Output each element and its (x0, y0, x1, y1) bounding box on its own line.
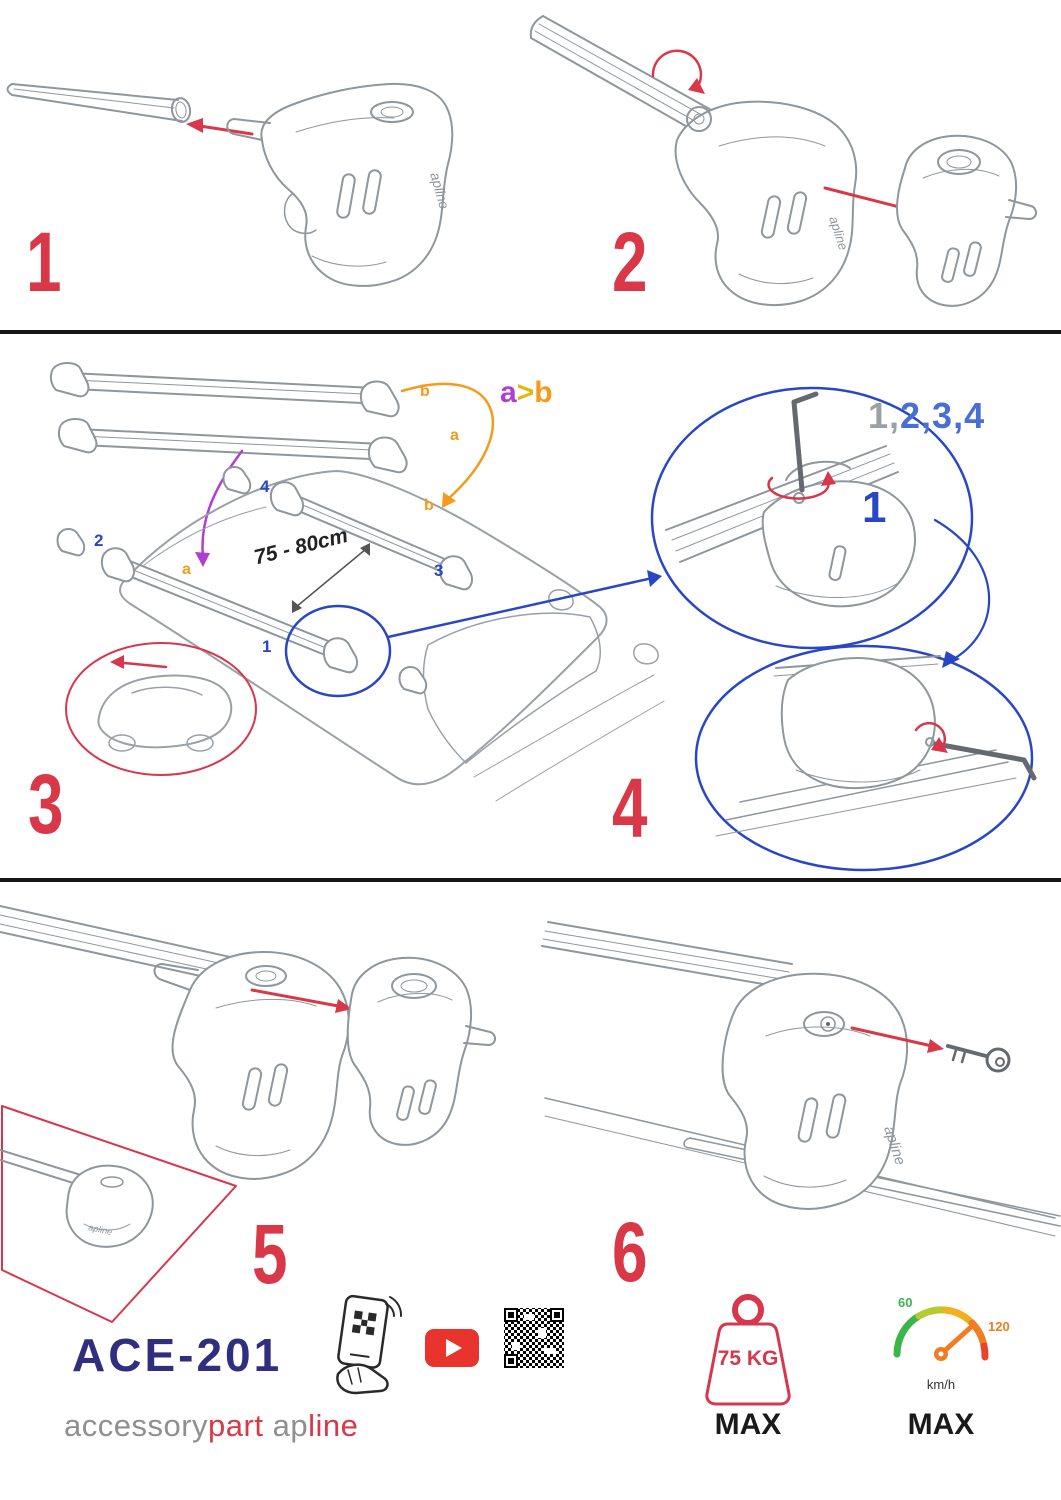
brand-line: line (308, 1408, 359, 1443)
rear-crossbar (269, 481, 473, 591)
step1-number: 1 (26, 215, 61, 309)
allen-key-icon (933, 741, 1037, 781)
foot-drawing: apline (674, 100, 858, 307)
brand-wordmark: accessorypart apline (64, 1410, 358, 1441)
zoom-connector (933, 518, 991, 668)
step4-zoom-diagram (650, 386, 1037, 872)
rotate-arrow (914, 721, 948, 753)
phone-qr-scan-icon (336, 1294, 403, 1395)
product-model: ACE-201 (72, 1329, 283, 1381)
qr-code-icon (502, 1306, 566, 1370)
rotate-arrow (651, 49, 705, 94)
roof-bar-a-label: a (182, 561, 191, 578)
weight-limit-value: 75 KG (717, 1347, 779, 1370)
distance-dimension (292, 543, 370, 613)
formula-b: b (534, 376, 553, 409)
position-1-label: 1 (262, 637, 272, 656)
zoom-ellipse-top (650, 386, 974, 650)
foot-drawing: apline (721, 972, 909, 1210)
zoom-circle (284, 604, 392, 698)
step6-number: 6 (612, 1205, 647, 1299)
front-crossbar (100, 547, 358, 674)
brand-ap: ap (272, 1408, 309, 1443)
key-icon (946, 1044, 1011, 1073)
tighten-sequence: 1,2,3,4 (868, 398, 985, 434)
section-divider (0, 330, 1061, 334)
cover-drawing (896, 134, 1037, 307)
insert-arrow (186, 118, 254, 136)
crossbar-drawing (6, 83, 192, 123)
orange-route-arrow (400, 382, 495, 508)
direction-arrow (110, 655, 168, 669)
step1-diagram: apline (6, 82, 454, 287)
zoom-bottom-content (715, 655, 1037, 837)
formula-a: a (500, 376, 517, 409)
step3-number: 3 (28, 757, 63, 851)
installed-view-frame (1, 1105, 237, 1323)
foot-drawing: apline (226, 82, 454, 287)
speed-high-label: 120 (988, 1319, 1010, 1334)
step2-diagram: apline (529, 15, 1037, 307)
crossbar-drawing (541, 921, 793, 989)
weight-max-icon (705, 1294, 791, 1406)
weight-max-label: MAX (714, 1408, 782, 1441)
stack-bar-b-label: b (420, 383, 430, 400)
zoom-top-content (665, 391, 916, 608)
youtube-play-icon (425, 1329, 479, 1367)
brand-part: part (208, 1408, 264, 1443)
apline-mark: apline (88, 1222, 114, 1237)
crossbar-with-feet (50, 362, 400, 418)
section-divider (0, 878, 1061, 882)
foot-drawing (153, 951, 350, 1180)
sequence-blue: 2,3,4 (900, 395, 986, 436)
spare-clamps (56, 465, 428, 695)
speedometer-icon (893, 1306, 989, 1361)
speed-max-label: MAX (907, 1408, 975, 1441)
position-3-label: 3 (434, 561, 444, 580)
position-2-label: 2 (94, 531, 104, 550)
rotate-arrow (767, 471, 836, 500)
zoom-callout-number: 1 (862, 483, 887, 532)
speedometer-needle (934, 1325, 973, 1361)
attach-arrow (250, 988, 352, 1013)
car-direction-inset (65, 642, 257, 776)
stack-bar-a-label: a (450, 427, 459, 444)
lock-arrow (850, 1026, 944, 1053)
car-roof-drawing (119, 470, 665, 802)
purple-route-arrow (195, 449, 244, 567)
step5-number: 5 (252, 1207, 287, 1301)
zoom-pointer-arrow (386, 570, 662, 639)
allen-key-icon (791, 391, 819, 493)
step2-number: 2 (612, 215, 647, 309)
cover-drawing (346, 956, 496, 1146)
order-formula: a>b (500, 378, 553, 408)
step5-diagram: apline (0, 905, 496, 1323)
formula-gt: > (516, 376, 535, 409)
position-4-label: 4 (260, 477, 270, 496)
step3-diagram (50, 362, 665, 802)
roof-bar-b-label: b (424, 497, 434, 514)
speed-low-label: 60 (898, 1295, 913, 1310)
brand-accessory: accessory (64, 1408, 209, 1443)
speed-unit-label: km/h (926, 1377, 956, 1392)
step4-number: 4 (612, 761, 647, 855)
step6-diagram: apline (541, 921, 1061, 1237)
zoom-ellipse-bottom (694, 644, 1034, 872)
installed-mini-foot: apline (0, 1149, 154, 1248)
sequence-gray: 1, (868, 395, 901, 436)
qr-finder-patterns (504, 1308, 564, 1368)
